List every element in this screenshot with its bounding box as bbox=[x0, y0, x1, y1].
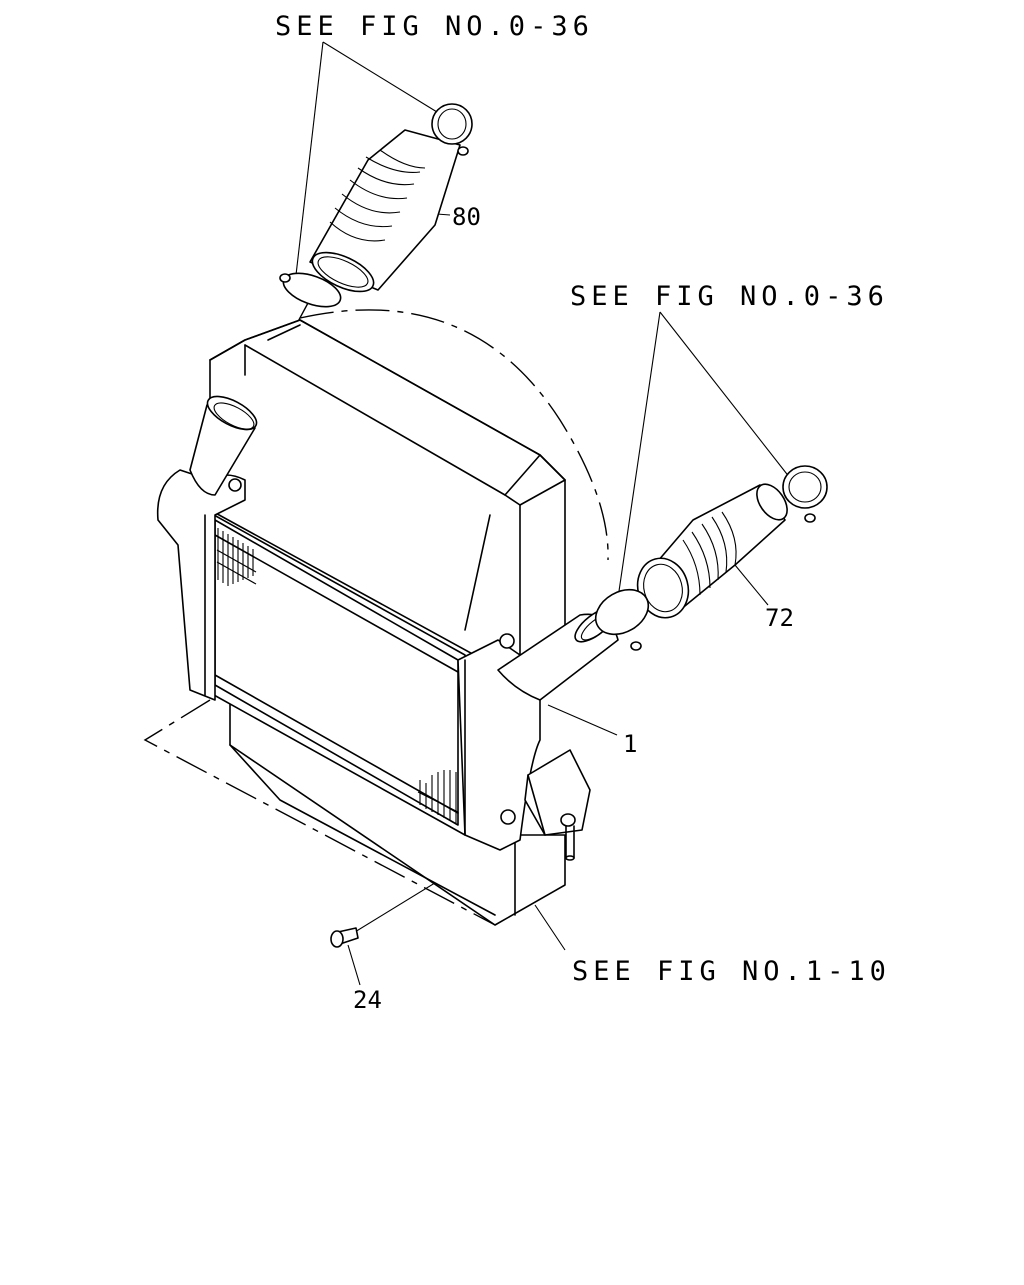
intercooler-housing bbox=[209, 319, 566, 681]
reference-label-bottom: SEE FIG NO.1-10 bbox=[572, 956, 891, 987]
mount-bolt-left bbox=[228, 478, 242, 492]
right-hose-72 bbox=[594, 465, 828, 651]
left-tank bbox=[156, 395, 258, 701]
hose-clamp-right-lower bbox=[594, 588, 650, 636]
leader-lines bbox=[295, 41, 791, 986]
part-number-1: 1 bbox=[623, 730, 637, 758]
mount-bolt-right bbox=[499, 633, 515, 649]
bolt-24 bbox=[330, 927, 359, 948]
core-fins-bottom bbox=[417, 770, 459, 823]
core-fins-top bbox=[216, 528, 257, 586]
mount-bolt-lower bbox=[500, 809, 516, 825]
upper-hose-80 bbox=[279, 103, 473, 308]
reference-label-right: SEE FIG NO.0-36 bbox=[570, 281, 889, 312]
part-number-24: 24 bbox=[353, 986, 382, 1014]
mounting-bracket bbox=[524, 749, 591, 861]
reference-label-top: SEE FIG NO.0-36 bbox=[275, 11, 594, 42]
part-number-80: 80 bbox=[452, 203, 481, 231]
part-number-72: 72 bbox=[765, 604, 794, 632]
